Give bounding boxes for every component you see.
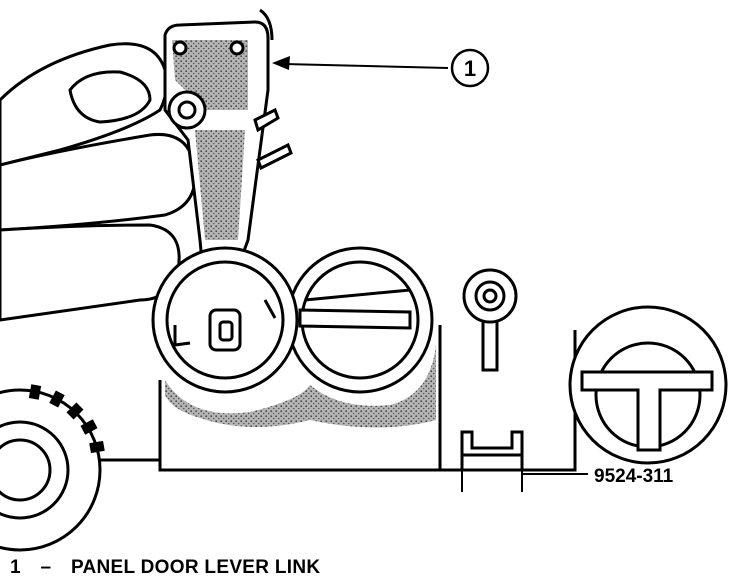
stud: [462, 268, 518, 372]
gear: [0, 384, 105, 552]
clip-bracket: [460, 430, 524, 472]
pivot-shadow: [165, 345, 436, 428]
legend: 1 – PANEL DOOR LEVER LINK: [10, 557, 320, 579]
callout-1-number: 1: [464, 56, 476, 81]
cam-pivot: [151, 246, 299, 394]
dimension-ticks: [461, 470, 523, 492]
roller: [167, 90, 207, 130]
legend-item-number: 1: [10, 557, 21, 578]
legend-item-separator: –: [40, 557, 52, 578]
callout-leader: [272, 56, 449, 70]
figure-id: 9524-311: [594, 466, 674, 487]
hand: [0, 42, 197, 322]
legend-item-label: PANEL DOOR LEVER LINK: [70, 557, 321, 578]
lever-link: [163, 8, 274, 264]
side-rods: [253, 107, 293, 171]
slotted-pivot: [286, 246, 434, 394]
callout-1: 1: [450, 48, 490, 88]
right-pivot: [568, 305, 728, 465]
